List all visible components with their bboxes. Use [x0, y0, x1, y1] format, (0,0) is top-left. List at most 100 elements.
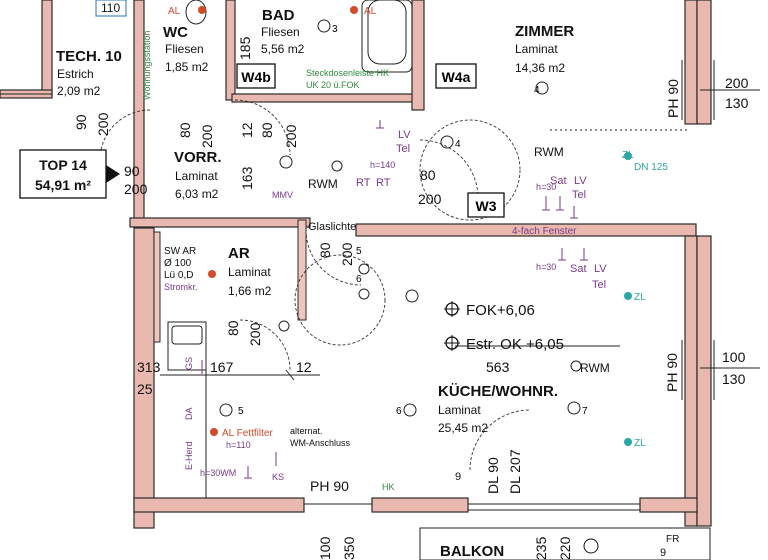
room-zimmer: ZIMMER Laminat 14,36 m2	[515, 23, 574, 75]
dim-110: 110	[101, 1, 120, 15]
balkon-frame	[419, 527, 711, 560]
tel-label: Tel	[572, 189, 586, 201]
zl-label: ZL	[634, 438, 646, 449]
bathtub-inner	[367, 0, 407, 65]
top-box	[19, 149, 107, 199]
dim-200-zimmer: 200	[418, 191, 442, 207]
room-floor: Estrich	[57, 67, 94, 81]
room-name: AR	[228, 245, 250, 262]
dim-350-bottom: 350	[341, 536, 357, 560]
room-floor: Laminat	[228, 265, 271, 279]
wohnungsstation-label: Wohnungsstation	[142, 31, 152, 100]
room-name: TECH. 10	[56, 48, 122, 65]
top-label: TOP 14 54,91 m²	[19, 149, 120, 199]
svg-text:3: 3	[332, 24, 338, 35]
dim-ph90-top: PH 90	[665, 79, 681, 118]
lu-label: Lü 0,D	[164, 270, 193, 281]
wall-bad-bottom	[231, 93, 423, 103]
dim-235-bottom: 235	[533, 536, 549, 560]
h30-label: h=30	[536, 262, 556, 272]
room-area: 1,66 m2	[228, 284, 272, 298]
top-arrow-icon	[106, 165, 120, 183]
tel-label: Tel	[396, 143, 410, 155]
hk-label: HK	[382, 482, 395, 492]
toilet	[185, 0, 207, 25]
wall-right-living-outer	[696, 235, 712, 527]
da-label: DA	[184, 407, 194, 420]
wall-zimmer-kueche	[355, 223, 697, 237]
room-balkon: BALKON	[440, 543, 504, 560]
rwm-label: RWM	[308, 177, 338, 191]
sw-ar-label: SW AR	[164, 246, 196, 257]
room-floor: Laminat	[438, 403, 481, 417]
room-area: 14,36 m2	[515, 61, 565, 75]
wall-bottom-mid	[371, 497, 469, 513]
dim-220-bottom: 220	[557, 536, 573, 560]
dim-130-right: 130	[722, 371, 746, 387]
room-name: KÜCHE/WOHNR.	[438, 383, 558, 400]
dim-200-bad: 200	[283, 124, 299, 148]
svg-text:6: 6	[396, 406, 402, 417]
dim-200-wc: 200	[199, 124, 215, 148]
room-floor: Fliesen	[165, 42, 204, 56]
num-9: 9	[455, 471, 461, 483]
room-floor: Laminat	[515, 42, 558, 56]
h110-label: h=110	[226, 440, 251, 450]
sat-label: Sat	[570, 263, 587, 275]
dim-90-tech: 90	[73, 114, 89, 130]
wall-wc-bad	[225, 0, 236, 101]
socket-symbols	[201, 120, 588, 479]
fr-label: FR	[666, 534, 679, 545]
svg-text:7: 7	[582, 406, 588, 417]
dim-ph90-right: PH 90	[664, 353, 680, 392]
level-markers: FOK+6,06 Estr. OK +6,05	[444, 301, 564, 353]
room-kueche: KÜCHE/WOHNR. Laminat 25,45 m2	[438, 383, 558, 435]
al-fettfilter-label: AL Fettfilter	[222, 428, 273, 439]
tag-w4b: W4b	[241, 69, 271, 85]
alternat-label: alternat.	[290, 426, 323, 436]
fixture-markers: 3 4 4 6 7 5 5 6	[198, 6, 632, 554]
al-label: AL	[364, 6, 377, 17]
dim-200-entry: 200	[124, 181, 148, 197]
tel-label: Tel	[592, 279, 606, 291]
o100-label: Ø 100	[164, 258, 192, 269]
svg-text:4: 4	[455, 139, 461, 150]
zl-label: ZL	[634, 292, 646, 303]
dim-ph90-bottom: PH 90	[310, 478, 349, 494]
room-name: VORR.	[174, 149, 222, 166]
fenster-label: 4-fach Fenster	[512, 226, 577, 237]
room-tech: TECH. 10 Estrich 2,09 m2	[56, 48, 122, 98]
dim-100-bottom: 100	[317, 536, 333, 560]
dim-313: 313	[137, 359, 161, 375]
dim-dl90: DL 90	[485, 457, 501, 494]
dim-80-bad: 80	[259, 122, 275, 138]
wall-left-living	[133, 227, 155, 529]
glaslichte-label: Glaslichte	[308, 221, 356, 233]
h140-label: h=140	[370, 160, 395, 170]
wall-right-living	[684, 235, 698, 527]
dim-100-right: 100	[722, 349, 746, 365]
dim-80-wc: 80	[177, 122, 193, 138]
sink-bowl	[171, 325, 203, 345]
room-name: WC	[163, 24, 188, 41]
svg-text:6: 6	[356, 274, 362, 285]
wall-right-upper	[684, 0, 698, 125]
dimension-texts: 110 200 130 PH 90 185 90 200 90 200 80 2…	[73, 0, 749, 560]
wm-anschluss-label: WM-Anschluss	[290, 438, 351, 448]
mmv-label: MMV	[272, 190, 293, 200]
e-herd-label: E-Herd	[184, 441, 194, 470]
level-fok: FOK+6,06	[466, 302, 535, 319]
level-estr: Estr. OK +6,05	[466, 336, 564, 353]
dim-200-top-right: 200	[725, 75, 749, 91]
room-floor: Fliesen	[261, 25, 300, 39]
room-floor: Laminat	[175, 169, 218, 183]
room-bad: BAD Fliesen 5,56 m2	[261, 7, 305, 56]
wall-ar-right	[297, 219, 307, 321]
dim-dl207: DL 207	[507, 449, 523, 494]
dim-80-zimmer: 80	[420, 167, 436, 183]
dim-12: 12	[239, 122, 255, 138]
dim-25: 25	[137, 381, 153, 397]
dn125-label: DN 125	[634, 162, 668, 173]
wall-tags: W4b W4a W3	[236, 63, 505, 218]
ks-label: KS	[272, 472, 284, 482]
